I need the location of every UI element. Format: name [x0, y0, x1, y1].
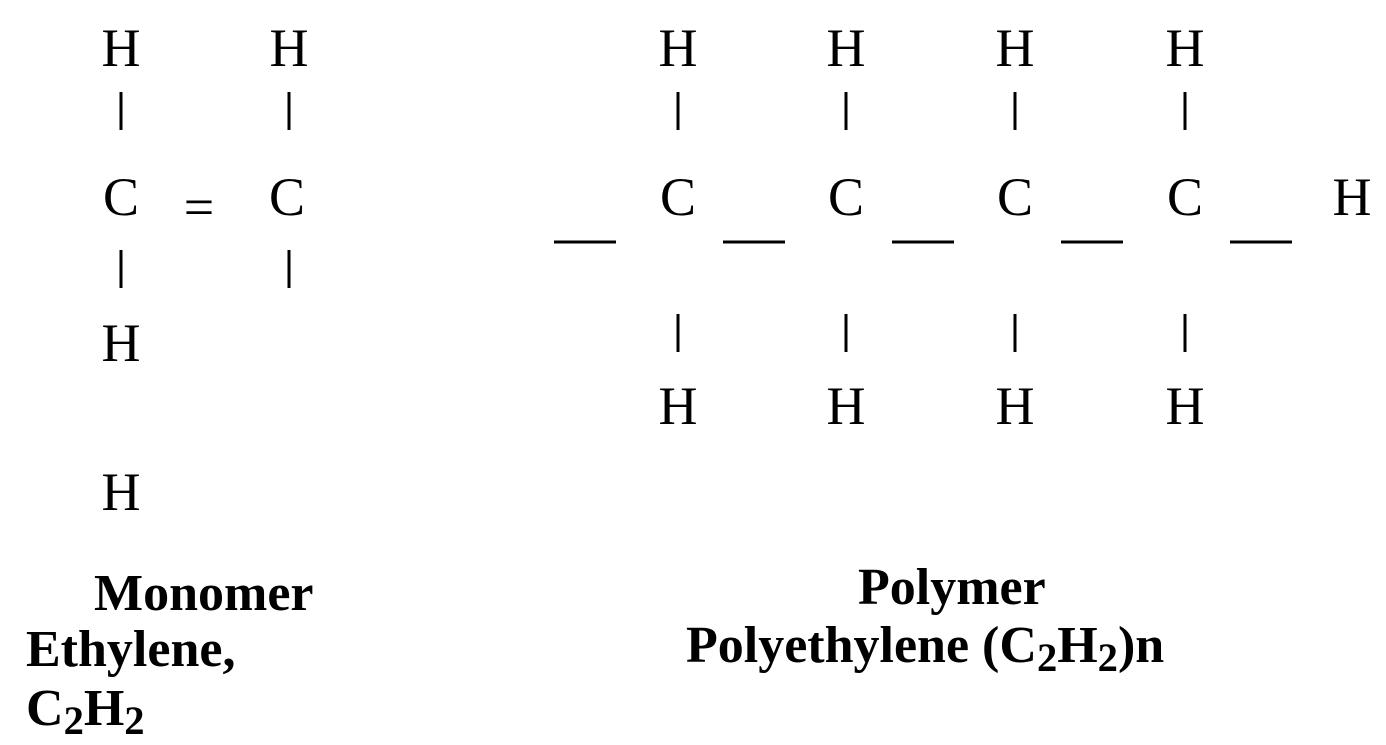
polymer-chain-bond-2 [723, 240, 785, 244]
polymer-chain-bond-1 [554, 240, 616, 244]
monomer-formula: C2H2 [26, 680, 145, 743]
polymer-title: Polymer [858, 559, 1046, 616]
monomer-h-bottom: H [101, 313, 141, 373]
monomer-bond-top-left [119, 92, 123, 130]
monomer-h-extra: H [101, 462, 141, 522]
polymer-bond-bottom-2 [844, 314, 848, 352]
polymer-h-bottom-4: H [1165, 376, 1205, 436]
monomer-bond-top-right [287, 92, 291, 130]
polymer-h-top-1: H [658, 18, 698, 78]
polymer-h-bottom-1: H [658, 376, 698, 436]
polymer-name: Polyethylene (C2H2)n [686, 617, 1165, 680]
polymer-bond-top-4 [1183, 92, 1187, 130]
monomer-title: Monomer [94, 565, 314, 622]
monomer-double-bond: = [183, 177, 215, 237]
polymer-bond-bottom-1 [676, 314, 680, 352]
polymer-chain-bond-5 [1230, 240, 1292, 244]
polymer-h-top-3: H [995, 18, 1035, 78]
polymer-c-3: C [996, 167, 1034, 227]
polymer-c-1: C [659, 167, 697, 227]
polymer-bond-top-1 [676, 92, 680, 130]
monomer-h-top-right: H [269, 18, 309, 78]
polymer-h-top-2: H [826, 18, 866, 78]
monomer-name: Ethylene, [26, 621, 236, 678]
polymer-chain-bond-3 [892, 240, 954, 244]
polymer-chain-bond-4 [1061, 240, 1123, 244]
polymer-h-bottom-3: H [995, 376, 1035, 436]
monomer-bond-bottom-right [287, 250, 291, 288]
monomer-c-right: C [268, 167, 306, 227]
polymer-bond-bottom-3 [1013, 314, 1017, 352]
monomer-c-left: C [102, 167, 140, 227]
polymer-bond-top-3 [1013, 92, 1017, 130]
polymer-h-top-4: H [1165, 18, 1205, 78]
polymer-c-2: C [827, 167, 865, 227]
polymer-bond-top-2 [844, 92, 848, 130]
monomer-h-top-left: H [101, 18, 141, 78]
polymer-h-bottom-2: H [826, 376, 866, 436]
polymer-c-4: C [1166, 167, 1204, 227]
polymer-h-end: H [1332, 167, 1372, 227]
monomer-bond-bottom-left [119, 250, 123, 288]
polymer-bond-bottom-4 [1183, 314, 1187, 352]
